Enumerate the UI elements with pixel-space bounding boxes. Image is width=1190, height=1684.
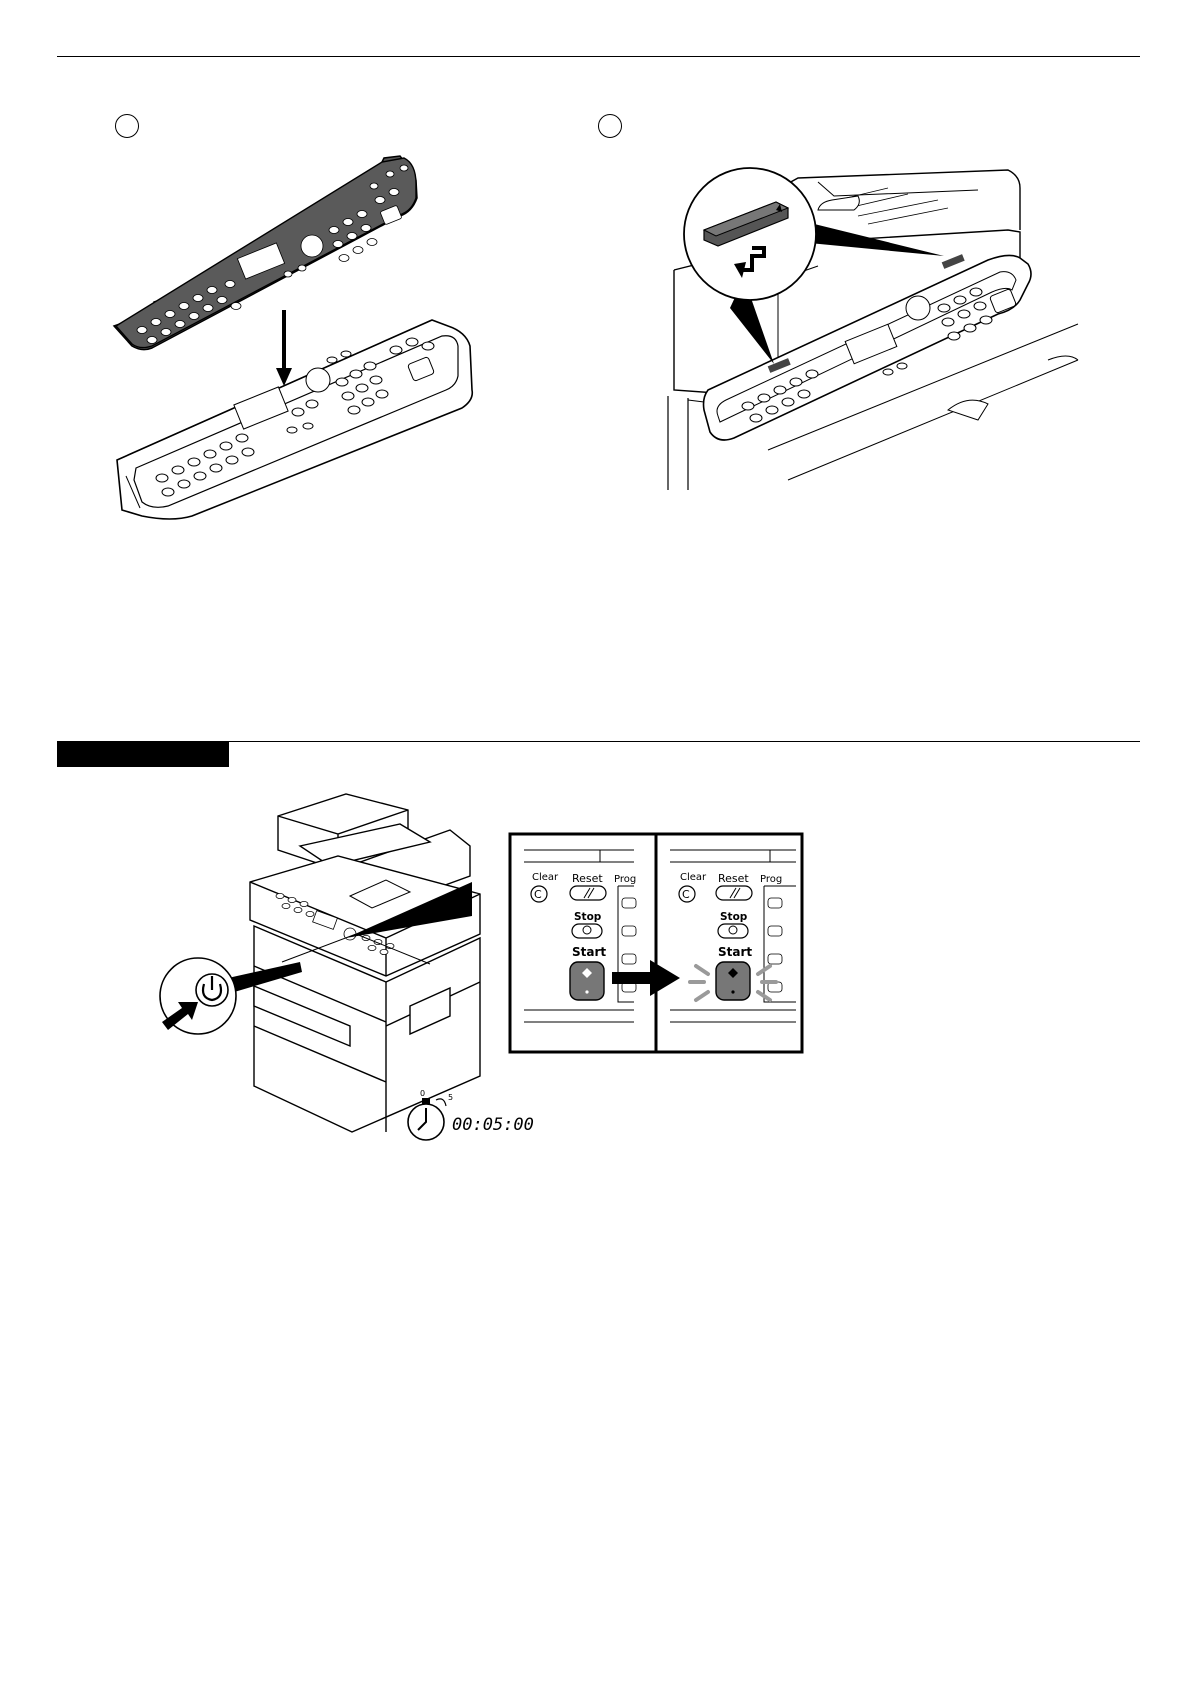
stop-label: Stop [574,911,602,923]
reset-label: Reset [718,872,749,885]
panel-before: Clear C Reset Prog Stop Start [524,849,637,1023]
timer-dial-top: 0 [420,1089,425,1098]
section-heading-tab [57,741,229,767]
clear-label: Clear [680,872,707,883]
timer-display: 00:05:00 [452,1115,534,1135]
step-marker-1 [115,114,139,138]
clear-label: Clear [532,872,559,883]
overlay-install-illustration [112,155,474,520]
start-label: Start [572,945,606,959]
flash-rays [688,964,778,1002]
reset-label: Reset [572,872,603,885]
clear-key: C [534,888,542,901]
power-start-illustration: 0 5 00:05:00 Clear C Reset Prog Stop Sta… [159,793,804,1141]
timer-dial-right: 5 [448,1093,453,1102]
stop-label: Stop [720,911,748,923]
top-rule [57,56,1140,57]
step-marker-2 [598,114,622,138]
program-label: Prog [614,874,636,885]
program-label: Prog [760,874,782,885]
start-label: Start [718,945,752,959]
section-rule [57,741,1140,742]
clear-key: C [682,888,690,901]
panel-after: Clear C Reset Prog Stop Start [670,849,796,1023]
panel-latch-illustration [667,167,1079,490]
